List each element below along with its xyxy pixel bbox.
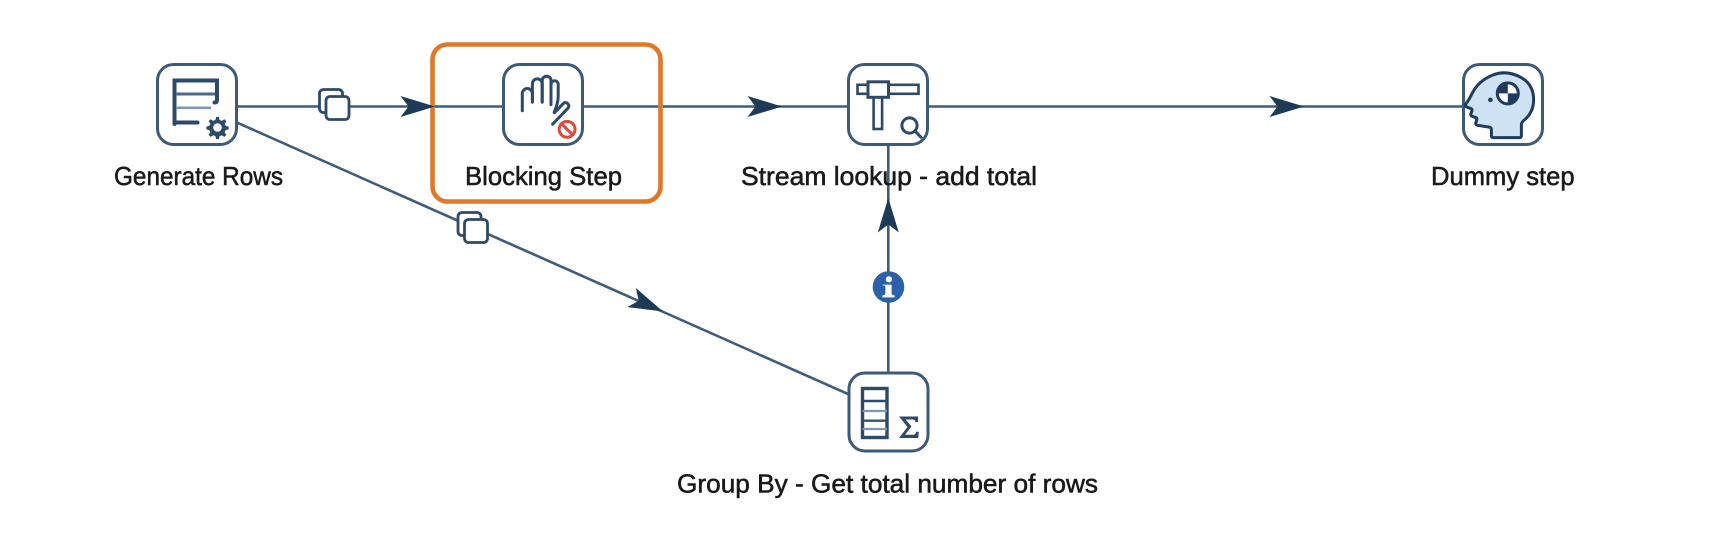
svg-text:Dummy step: Dummy step (1431, 161, 1575, 191)
svg-text:Blocking Step: Blocking Step (465, 161, 622, 191)
svg-text:Group By - Get total number of: Group By - Get total number of rows (677, 469, 1098, 499)
svg-text:Stream lookup - add total: Stream lookup - add total (741, 161, 1037, 191)
svg-text:Generate Rows: Generate Rows (114, 161, 283, 191)
